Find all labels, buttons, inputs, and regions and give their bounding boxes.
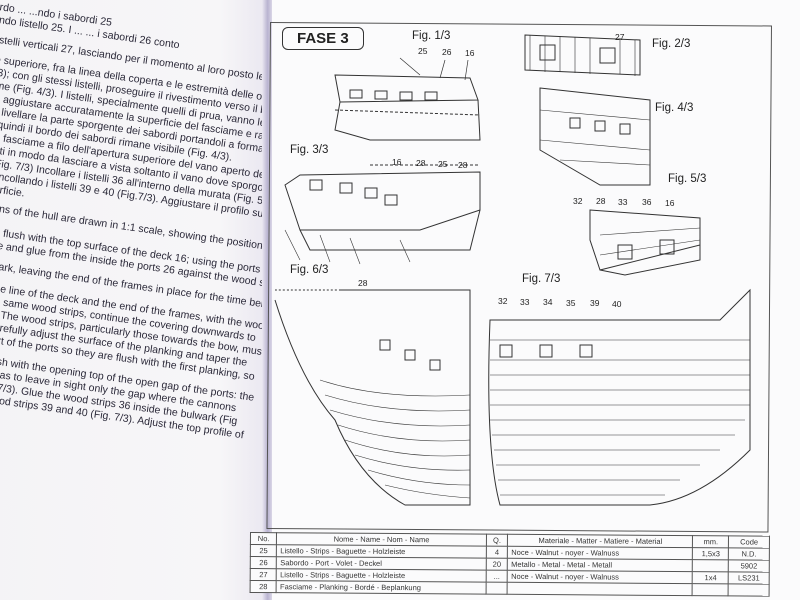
cell-no: 28: [250, 580, 277, 593]
callout: 16: [392, 157, 402, 167]
callout: 32: [573, 196, 583, 206]
fig-6-3-label: Fig. 6/3: [290, 264, 329, 276]
cell-qty: 20: [485, 558, 508, 571]
fig-7-3-label: Fig. 7/3: [522, 273, 561, 285]
parts-table: No. Nome - Name - Nom - Name Q. Material…: [249, 532, 770, 597]
fig-4-3-drawing: [539, 87, 651, 186]
fig-5-3-label: Fig. 5/3: [668, 173, 707, 185]
fig-3-3-drawing: [284, 164, 481, 265]
callout: 26: [442, 47, 452, 57]
fig-6-3-drawing: [274, 289, 471, 506]
cell-mm: [692, 583, 729, 596]
cell-qty: ...: [485, 570, 508, 583]
fig-2-3-label: Fig. 2/3: [652, 38, 691, 50]
callout: 25: [438, 159, 448, 169]
cell-no: 25: [250, 544, 277, 557]
cell-mm: 1x4: [692, 571, 729, 584]
callout: 34: [543, 297, 553, 307]
cell-no: 26: [250, 556, 277, 569]
callout: 32: [498, 296, 508, 306]
fig-4-3-label: Fig. 4/3: [655, 102, 694, 114]
fig-1-3-label: Fig. 1/3: [412, 30, 451, 42]
cell-qty: 4: [486, 546, 508, 559]
fig-7-3-drawing: [488, 288, 751, 506]
callout: 28: [416, 158, 426, 168]
callout: 39: [590, 298, 600, 308]
cell-no: 27: [250, 568, 277, 581]
callout: 28: [358, 278, 368, 288]
header-code: Code: [728, 535, 770, 549]
header-mm: mm.: [692, 535, 729, 548]
callout: 25: [418, 46, 428, 56]
left-page: ol bordo ... ...ndo i sabordi 25 secondo…: [0, 0, 317, 600]
cell-mm: [692, 559, 729, 572]
fig-2-3-drawing: [524, 34, 641, 76]
fig-1-3-drawing: [334, 57, 481, 141]
callout: 28: [596, 196, 606, 206]
header-no: No.: [250, 532, 277, 545]
callout: 35: [566, 298, 576, 308]
callout: 27: [615, 32, 625, 42]
right-page: [272, 0, 800, 600]
callout: 40: [612, 299, 622, 309]
fig-7-3-planking: [490, 339, 750, 496]
callout: 16: [665, 198, 675, 208]
callout: 36: [642, 197, 652, 207]
cell-code: N.D.: [728, 547, 770, 561]
callout: 33: [520, 297, 530, 307]
header-qty: Q.: [486, 534, 508, 547]
callout: 33: [618, 197, 628, 207]
cell-material: [507, 582, 693, 596]
cell-qty: [485, 582, 508, 595]
fig-6-3-planking: [319, 379, 471, 499]
fig-5-3-drawing: [589, 209, 701, 276]
callout: 28: [458, 160, 468, 170]
cell-code: [728, 583, 770, 597]
callout: 16: [465, 48, 475, 58]
cell-name: Fasciame - Planking - Bordé - Beplankung: [276, 580, 486, 595]
cell-code: 5902: [728, 559, 770, 573]
phase-title: FASE 3: [282, 27, 364, 50]
cell-mm: 1,5x3: [692, 547, 729, 560]
fig-3-3-label: Fig. 3/3: [290, 144, 329, 156]
cell-code: LS231: [728, 571, 770, 585]
